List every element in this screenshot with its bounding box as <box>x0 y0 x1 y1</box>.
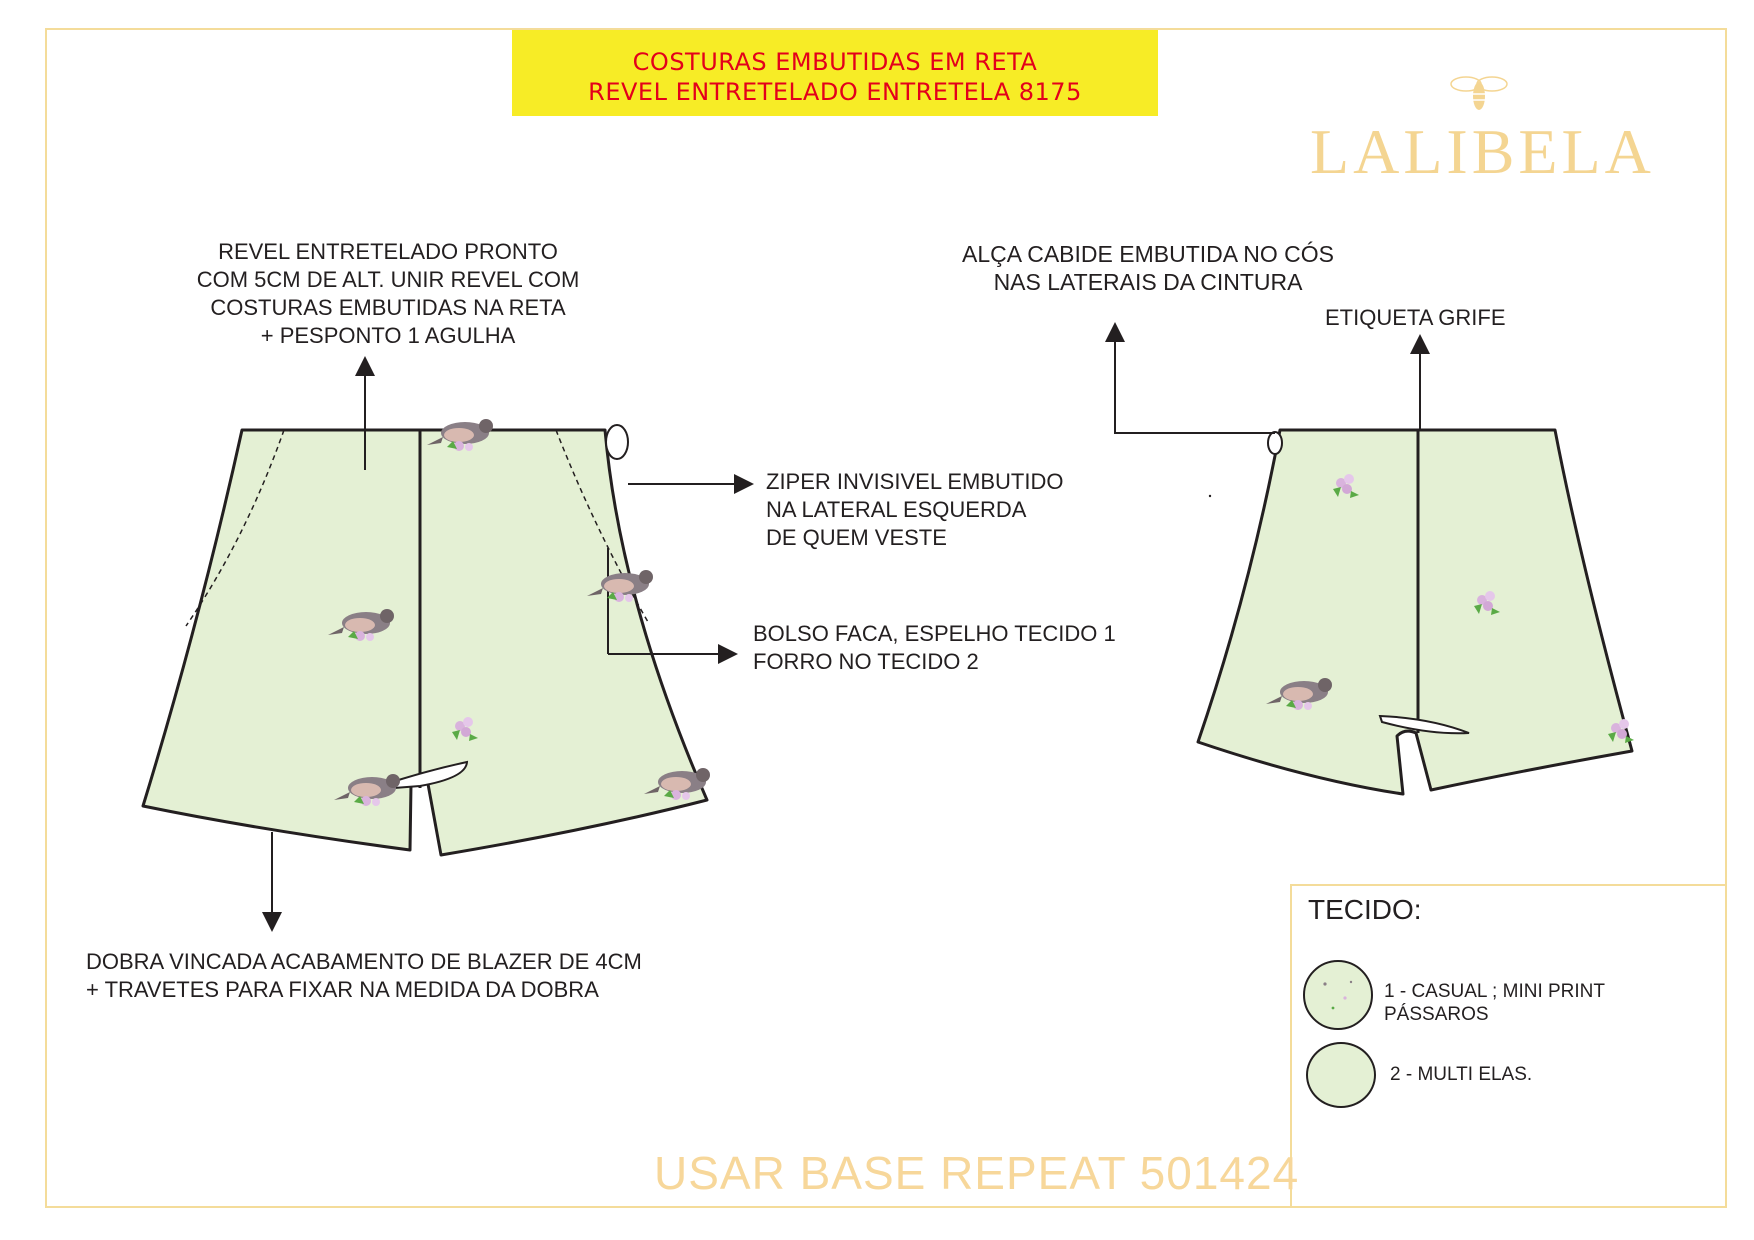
header-banner: COSTURAS EMBUTIDAS EM RETA REVEL ENTRETE… <box>512 30 1158 116</box>
arrow-hanger <box>1105 322 1275 434</box>
back-shorts <box>1196 428 1634 796</box>
brand-wordmark: LALIBELA <box>1310 116 1655 187</box>
note-revel: REVEL ENTRETELADO PRONTO COM 5CM DE ALT.… <box>196 239 580 348</box>
fabric-swatch-2 <box>1306 1042 1376 1108</box>
page-frame <box>45 28 1727 1208</box>
mini-print-icon <box>1323 980 1353 1010</box>
note-zipper: ZIPER INVISIVEL EMBUTIDO NA LATERAL ESQU… <box>766 469 1064 550</box>
legend-item-1: 1 - CASUAL ; MINI PRINT PÁSSAROS <box>1384 981 1605 1025</box>
footer-note: USAR BASE REPEAT 501424 <box>654 1147 1300 1199</box>
bee-icon <box>1450 76 1508 110</box>
note-pocket: BOLSO FACA, ESPELHO TECIDO 1 FORRO NO TE… <box>753 621 1116 674</box>
note-hem: DOBRA VINCADA ACABAMENTO DE BLAZER DE 4C… <box>86 949 642 1002</box>
note-hanger: ALÇA CABIDE EMBUTIDA NO CÓS NAS LATERAIS… <box>962 241 1334 295</box>
front-shorts <box>141 419 710 857</box>
legend-title: TECIDO: <box>1308 894 1422 925</box>
legend-box <box>1290 884 1727 1208</box>
note-label: ETIQUETA GRIFE <box>1325 305 1506 330</box>
header-line-1: COSTURAS EMBUTIDAS EM RETA <box>632 48 1038 76</box>
legend-item-2: 2 - MULTI ELAS. <box>1390 1064 1533 1085</box>
header-line-2: REVEL ENTRETELADO ENTRETELA 8175 <box>588 78 1082 106</box>
fabric-swatch-1 <box>1303 960 1373 1030</box>
